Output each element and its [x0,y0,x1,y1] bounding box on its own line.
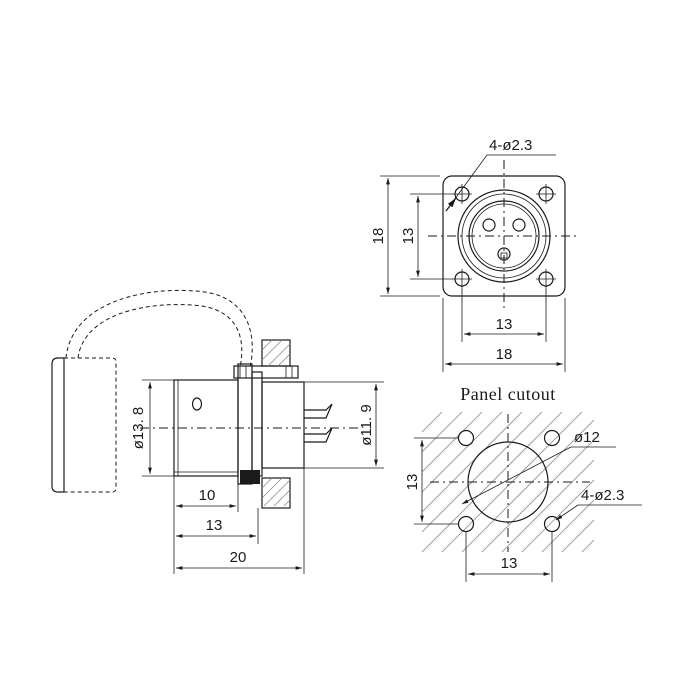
rear-body [261,381,305,469]
dim-diameter-body: ø13. 8 [130,407,147,450]
contact-pin-1 [482,218,496,232]
front-view: 4-ø2.3 18 13 13 18 [370,137,580,372]
mounting-screw [233,365,299,379]
cutout-dim-width: 13 [501,555,518,572]
cutout-hole-diameter: ø12 [574,429,600,446]
lanyard-outer [65,289,253,369]
dim-width-outer: 18 [496,346,513,363]
hole-leader [445,154,556,212]
side-view: ø13. 8 ø11. 9 10 13 20 [51,289,384,574]
mounting-holes [452,184,556,289]
bayonet-pin [191,397,203,411]
cutout-mounting-holes [457,429,561,533]
hole-callout: 4-ø2.3 [489,137,532,154]
nut [240,470,260,484]
panel-cutout-title: Panel cutout [460,384,555,404]
solder-tail-1 [304,403,333,419]
solder-tail-2 [304,427,333,443]
dust-cap [64,357,117,493]
contact-pin-2 [512,218,526,232]
panel-cutout-view: Panel cutout ø12 4-ø2.3 13 13 [404,384,642,582]
dim-length-b: 13 [206,517,223,534]
dim-length-a: 10 [199,487,216,504]
dim-height-inner: 13 [400,228,417,245]
dim-diameter-rear: ø11. 9 [358,404,375,445]
cutout-dim-height: 13 [404,474,421,491]
dim-height-outer: 18 [370,228,387,245]
lanyard-inner [77,304,243,369]
dust-cap-lip [51,357,65,493]
cutout-hole-callout: 4-ø2.3 [581,487,624,504]
panel-section [261,339,291,509]
flange [237,363,253,485]
dim-length-c: 20 [230,549,247,566]
dim-width-inner: 13 [496,316,513,333]
